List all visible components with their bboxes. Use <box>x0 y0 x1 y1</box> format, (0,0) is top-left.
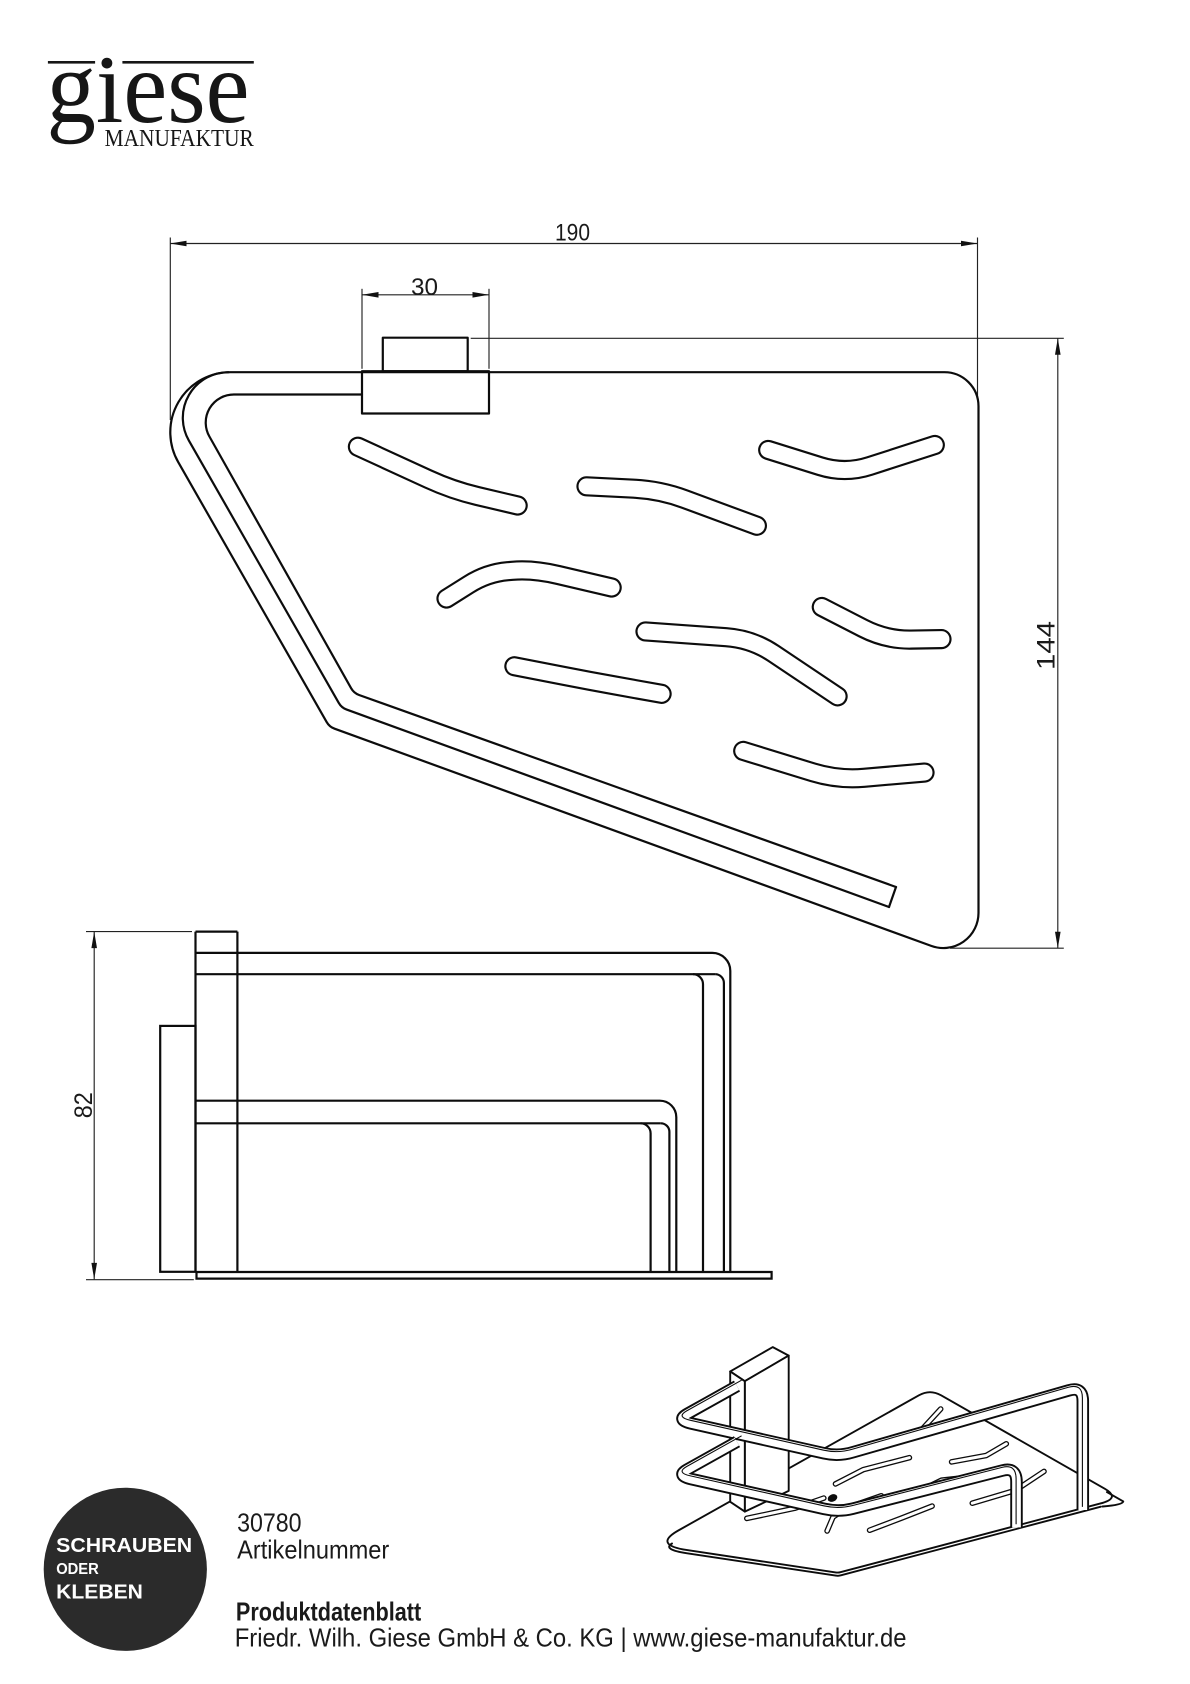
svg-text:30780: 30780 <box>237 1507 302 1537</box>
svg-text:190: 190 <box>555 220 590 247</box>
svg-text:SCHRAUBEN: SCHRAUBEN <box>56 1534 192 1557</box>
svg-text:gıese: gıese <box>47 30 250 145</box>
svg-text:30: 30 <box>411 274 438 301</box>
svg-text:ODER: ODER <box>56 1561 99 1578</box>
svg-text:Friedr. Wilh. Giese GmbH & Co.: Friedr. Wilh. Giese GmbH & Co. KG | www.… <box>235 1622 907 1652</box>
svg-text:KLEBEN: KLEBEN <box>56 1580 143 1603</box>
svg-text:82: 82 <box>70 1092 98 1118</box>
svg-text:MANUFAKTUR: MANUFAKTUR <box>105 126 254 152</box>
svg-text:Artikelnummer: Artikelnummer <box>237 1535 390 1565</box>
svg-text:144: 144 <box>1033 621 1061 670</box>
svg-text:Produktdatenblatt: Produktdatenblatt <box>236 1597 422 1627</box>
